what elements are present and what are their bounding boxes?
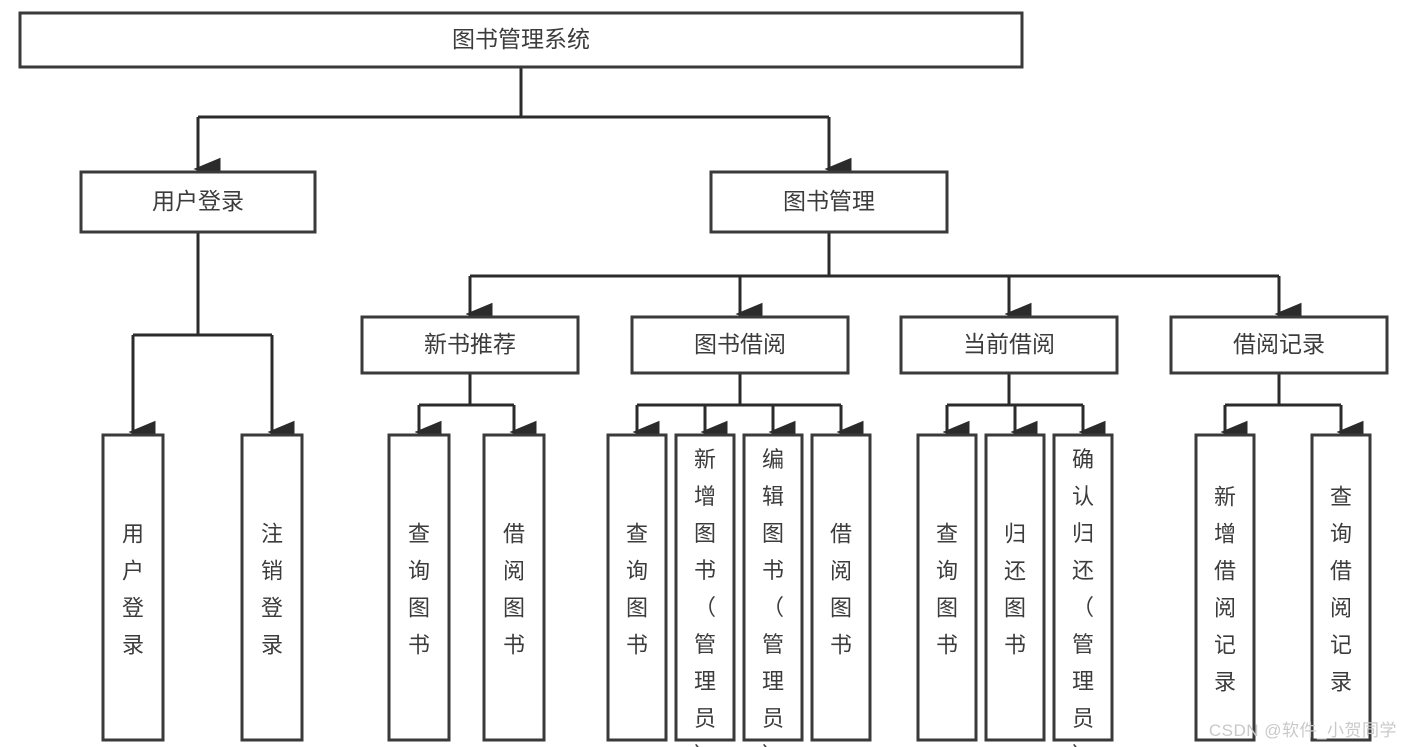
node-leaf-query-book-1[interactable]: 查询图书 — [387, 433, 451, 742]
node-box-book-borrow — [630, 315, 850, 375]
node-leaf-user-login[interactable]: 用户登录 — [101, 433, 165, 742]
node-leaf-logout[interactable]: 注销登录 — [240, 433, 304, 742]
node-leaf-add-record[interactable]: 新增借阅记录 — [1194, 433, 1256, 742]
node-leaf-query-record[interactable]: 查询借阅记录 — [1310, 433, 1372, 742]
node-box-leaf-add-record — [1194, 433, 1256, 742]
leaf-label-leaf-add-book: 新增图书（管理员） — [694, 447, 716, 747]
node-box-book-manage — [709, 170, 949, 234]
node-box-leaf-return-book — [984, 433, 1046, 742]
node-book-manage[interactable]: 图书管理 — [709, 170, 949, 234]
node-box-leaf-edit-book — [742, 433, 804, 742]
node-label-book-borrow: 图书借阅 — [694, 331, 786, 357]
node-label-new-book-recommend: 新书推荐 — [424, 331, 516, 357]
leaf-label-leaf-user-login: 用户登录 — [122, 522, 144, 658]
node-box-leaf-confirm-return — [1052, 433, 1114, 742]
node-box-leaf-logout — [240, 433, 304, 742]
nodes-layer: 图书管理系统用户登录图书管理新书推荐图书借阅当前借阅借阅记录用户登录注销登录查询… — [18, 11, 1389, 747]
node-leaf-return-book[interactable]: 归还图书 — [984, 433, 1046, 742]
leaf-label-leaf-return-book: 归还图书 — [1004, 522, 1026, 658]
node-label-root: 图书管理系统 — [452, 26, 590, 52]
leaf-label-leaf-add-record: 新增借阅记录 — [1214, 485, 1236, 695]
node-book-borrow[interactable]: 图书借阅 — [630, 315, 850, 375]
node-box-leaf-query-book-3 — [916, 433, 978, 742]
node-label-book-manage: 图书管理 — [783, 188, 875, 214]
csdn-watermark: CSDN @软件_小贺同学 — [1208, 721, 1397, 740]
node-box-leaf-user-login — [101, 433, 165, 742]
node-box-leaf-add-book — [674, 433, 736, 742]
node-label-user-login: 用户登录 — [152, 188, 244, 214]
node-box-root — [18, 11, 1024, 69]
node-box-leaf-query-book-2 — [606, 433, 668, 742]
node-leaf-edit-book[interactable]: 编辑图书（管理员） — [742, 433, 804, 747]
node-label-borrow-record: 借阅记录 — [1233, 331, 1325, 357]
node-box-user-login — [79, 170, 317, 234]
node-leaf-borrow-book-1[interactable]: 借阅图书 — [482, 433, 546, 742]
leaf-label-leaf-query-book-2: 查询图书 — [626, 522, 648, 658]
node-box-leaf-borrow-book-1 — [482, 433, 546, 742]
leaf-label-leaf-confirm-return: 确认归还（管理员） — [1072, 447, 1094, 747]
leaf-label-leaf-query-book-3: 查询图书 — [936, 522, 958, 658]
node-leaf-query-book-3[interactable]: 查询图书 — [916, 433, 978, 742]
node-box-leaf-query-book-1 — [387, 433, 451, 742]
node-root[interactable]: 图书管理系统 — [18, 11, 1024, 69]
leaf-label-leaf-logout: 注销登录 — [261, 522, 283, 658]
node-user-login[interactable]: 用户登录 — [79, 170, 317, 234]
node-label-current-borrow: 当前借阅 — [963, 331, 1055, 357]
node-borrow-record[interactable]: 借阅记录 — [1169, 315, 1389, 375]
node-leaf-query-book-2[interactable]: 查询图书 — [606, 433, 668, 742]
node-box-new-book-recommend — [360, 315, 580, 375]
leaf-label-leaf-borrow-book-1: 借阅图书 — [503, 522, 525, 658]
connectors-layer — [128, 67, 1364, 444]
node-box-borrow-record — [1169, 315, 1389, 375]
node-leaf-add-book[interactable]: 新增图书（管理员） — [674, 433, 736, 747]
node-box-current-borrow — [899, 315, 1119, 375]
leaf-label-leaf-edit-book: 编辑图书（管理员） — [762, 447, 784, 747]
node-box-leaf-borrow-book-2 — [810, 433, 872, 742]
leaf-label-leaf-borrow-book-2: 借阅图书 — [830, 522, 852, 658]
node-box-leaf-query-record — [1310, 433, 1372, 742]
node-leaf-confirm-return[interactable]: 确认归还（管理员） — [1052, 433, 1114, 747]
node-new-book-recommend[interactable]: 新书推荐 — [360, 315, 580, 375]
node-leaf-borrow-book-2[interactable]: 借阅图书 — [810, 433, 872, 742]
leaf-label-leaf-query-book-1: 查询图书 — [408, 522, 430, 658]
node-current-borrow[interactable]: 当前借阅 — [899, 315, 1119, 375]
leaf-label-leaf-query-record: 查询借阅记录 — [1330, 485, 1352, 695]
